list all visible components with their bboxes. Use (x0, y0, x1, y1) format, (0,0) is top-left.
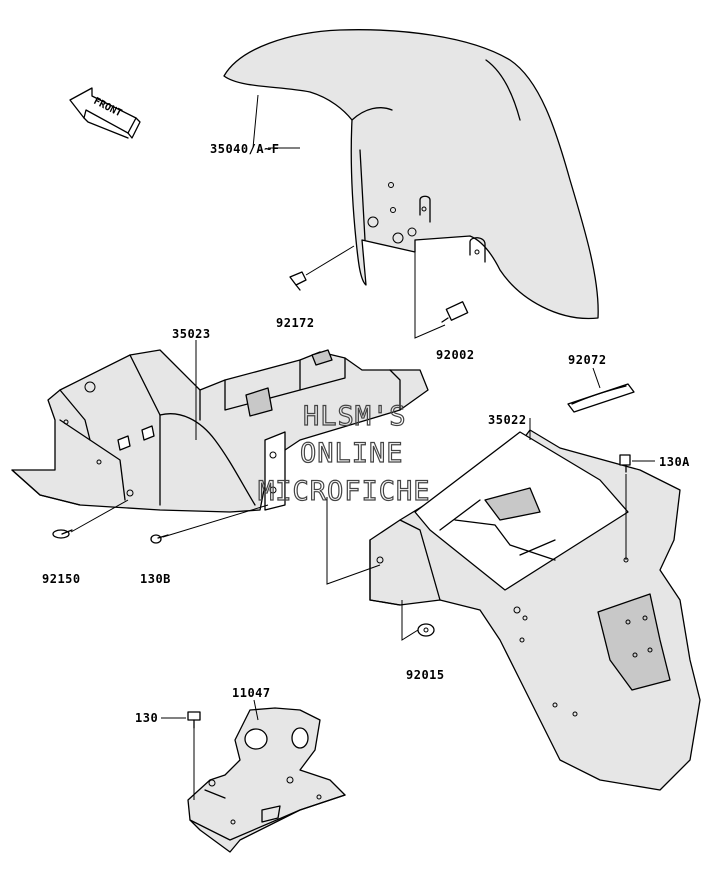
part-label-92150: 92150 (42, 572, 81, 586)
bolt-92002-icon (441, 301, 469, 323)
bolt-130-icon (187, 711, 201, 729)
label-leaders (161, 94, 655, 721)
bolt-92150-icon (52, 529, 73, 539)
part-label-35022: 35022 (488, 413, 527, 427)
part-label-130: 130 (135, 711, 158, 725)
front-arrow-icon: FRONT (69, 87, 141, 139)
part-label-11047: 11047 (232, 686, 271, 700)
watermark-line-3: MICROFICHE (258, 476, 431, 507)
part-label-35040: 35040/A~F (210, 142, 280, 156)
bolt-130B-icon (150, 534, 169, 544)
bolt-92172-icon (289, 271, 307, 291)
part-label-92072: 92072 (568, 353, 607, 367)
part-label-130B: 130B (140, 572, 171, 586)
part-label-35023: 35023 (172, 327, 211, 341)
part-label-92172: 92172 (276, 316, 315, 330)
front-fender (223, 29, 599, 339)
watermark-line-2: ONLINE (300, 438, 404, 469)
bolt-130A-icon (619, 454, 631, 473)
watermark-line-1: HLSM'S (303, 401, 407, 432)
bracket-11047 (187, 707, 346, 853)
watermark: HLSM'S ONLINE MICROFICHE (257, 400, 431, 507)
inner-fender (11, 349, 429, 538)
part-label-92002: 92002 (436, 348, 475, 362)
washer-92015-icon (417, 623, 435, 637)
part-label-92015: 92015 (406, 668, 445, 682)
battery-strap (567, 383, 635, 413)
rear-fender (326, 429, 701, 791)
part-label-130A: 130A (659, 455, 690, 469)
